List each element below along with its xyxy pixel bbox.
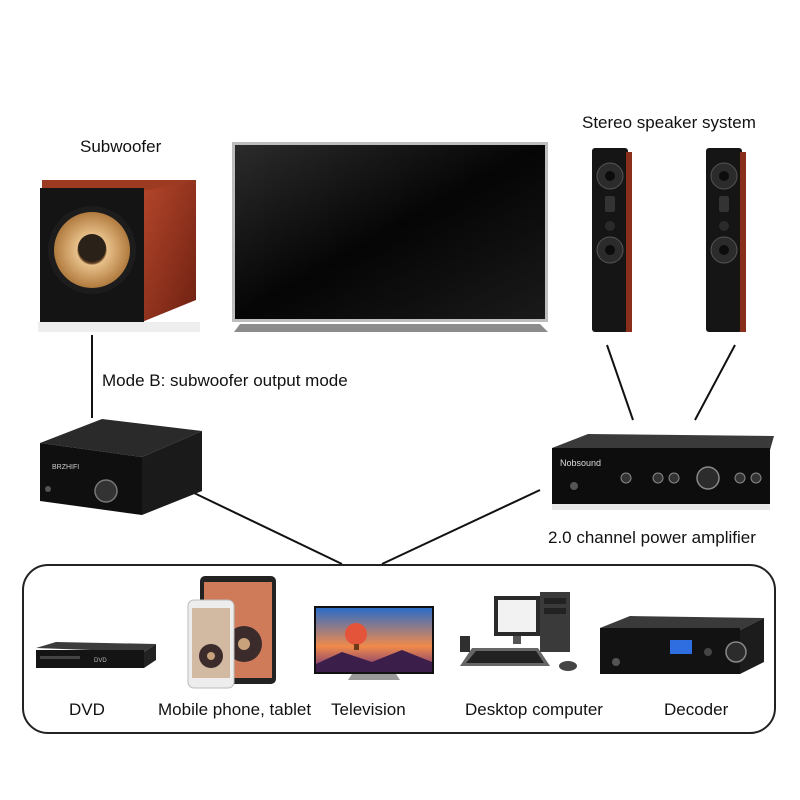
amp-brand: Nobsound: [560, 458, 601, 468]
subwoofer-image: [38, 180, 200, 332]
subwoofer-label: Subwoofer: [80, 137, 162, 156]
mode-b-label: Mode B: subwoofer output mode: [102, 371, 348, 390]
decoder-image: [600, 616, 764, 674]
source-devices-panel: [22, 564, 776, 734]
source-label-television: Television: [331, 700, 406, 719]
big-amp-to-sources-line: [381, 489, 541, 565]
small-amp-to-sources-line: [191, 491, 343, 565]
source-label-dvd: DVD: [69, 700, 105, 719]
television-main-image: [232, 142, 548, 332]
television-source-image: [314, 606, 434, 680]
dvd-player-image: DVD: [36, 642, 156, 668]
desktop-computer-image: [460, 592, 577, 671]
source-label-mobile: Mobile phone, tablet: [158, 700, 312, 719]
small-amplifier-image: BRZHIFI: [40, 419, 202, 515]
right-speaker: [706, 148, 746, 332]
phone-tablet-image: [187, 576, 276, 689]
left-speaker: [592, 148, 632, 332]
small-amp-brand: BRZHIFI: [52, 464, 79, 471]
left-speaker-line: [606, 344, 634, 421]
source-label-desktop: Desktop computer: [465, 700, 603, 719]
source-label-decoder: Decoder: [664, 700, 729, 719]
speakers-label: Stereo speaker system: [582, 113, 756, 132]
power-amplifier-image: Nobsound: [552, 434, 774, 510]
dvd-device-brand: DVD: [94, 658, 107, 664]
stereo-speakers-image: [592, 148, 746, 332]
right-speaker-line: [694, 344, 736, 421]
amplifier-label: 2.0 channel power amplifier: [548, 528, 756, 547]
